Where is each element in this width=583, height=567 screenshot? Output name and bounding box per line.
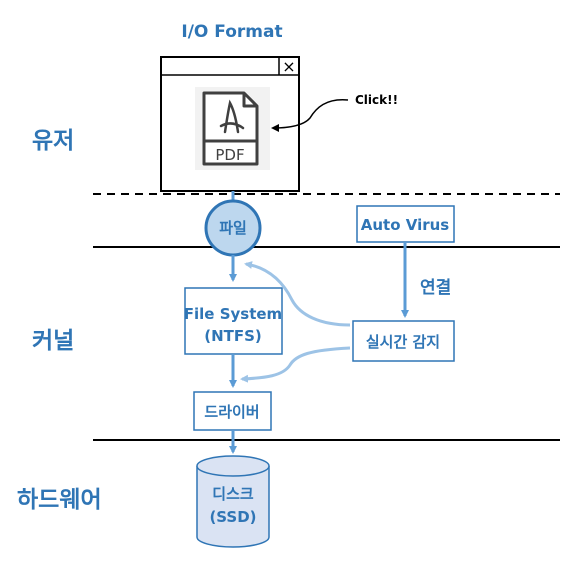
driver-label: 드라이버 [204, 403, 259, 421]
file-node: 파일 [204, 199, 262, 257]
auto-virus-label: Auto Virus [361, 216, 450, 234]
layer-label-hardware: 하드웨어 [17, 487, 102, 513]
realtime-detection-box: 실시간 감지 [352, 320, 455, 362]
auto-virus-box: Auto Virus [356, 205, 455, 243]
realtime-to-fs-arrow [244, 261, 351, 327]
disk-label-line1: 디스크 [212, 485, 254, 503]
close-icon[interactable]: × [282, 57, 295, 76]
pdf-file-icon[interactable]: PDF [195, 87, 270, 170]
connect-label: 연결 [420, 278, 451, 298]
file-node-label: 파일 [219, 219, 247, 237]
click-note: Click!! [355, 93, 398, 107]
layer-label-kernel: 커널 [32, 328, 74, 354]
realtime-label: 실시간 감지 [366, 333, 440, 351]
disk-label-line2: (SSD) [209, 508, 256, 526]
realtime-to-driver-arrow [240, 346, 351, 383]
driver-box: 드라이버 [193, 391, 272, 431]
diagram-title: I/O Format [181, 22, 282, 42]
layer-label-user: 유저 [32, 128, 74, 154]
fs-label-line2: (NTFS) [204, 327, 262, 345]
click-arrow [271, 99, 349, 132]
file-system-box: File System (NTFS) [184, 287, 283, 355]
pdf-label: PDF [215, 146, 244, 164]
fs-label-line1: File System [184, 305, 282, 323]
disk-cylinder: 디스크 (SSD) [196, 455, 270, 548]
